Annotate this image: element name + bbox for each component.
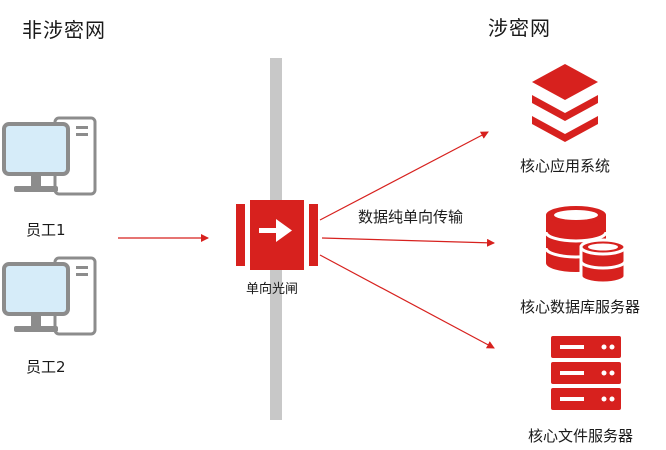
flow-label: 数据纯单向传输	[358, 208, 464, 226]
database-icon	[544, 206, 627, 285]
client-label-2: 员工2	[26, 358, 66, 376]
gateway-icon	[236, 200, 318, 270]
arrow-to-app-system	[319, 131, 489, 221]
layers-stack-icon	[532, 64, 598, 142]
file-server-label: 核心文件服务器	[528, 427, 634, 445]
untrusted-network-label: 非涉密网	[22, 18, 106, 42]
client-label-1: 员工1	[26, 221, 66, 239]
database-server-label: 核心数据库服务器	[520, 298, 641, 316]
server-rack-icon	[551, 336, 621, 410]
classified-network-label: 涉密网	[488, 16, 551, 40]
computer-icon	[2, 116, 97, 196]
computer-icon	[2, 256, 97, 336]
app-system-label: 核心应用系统	[520, 157, 611, 175]
arrow-to-file-server	[319, 254, 495, 349]
gateway-label: 单向光闸	[246, 282, 299, 297]
arrow-to-database	[321, 237, 495, 247]
